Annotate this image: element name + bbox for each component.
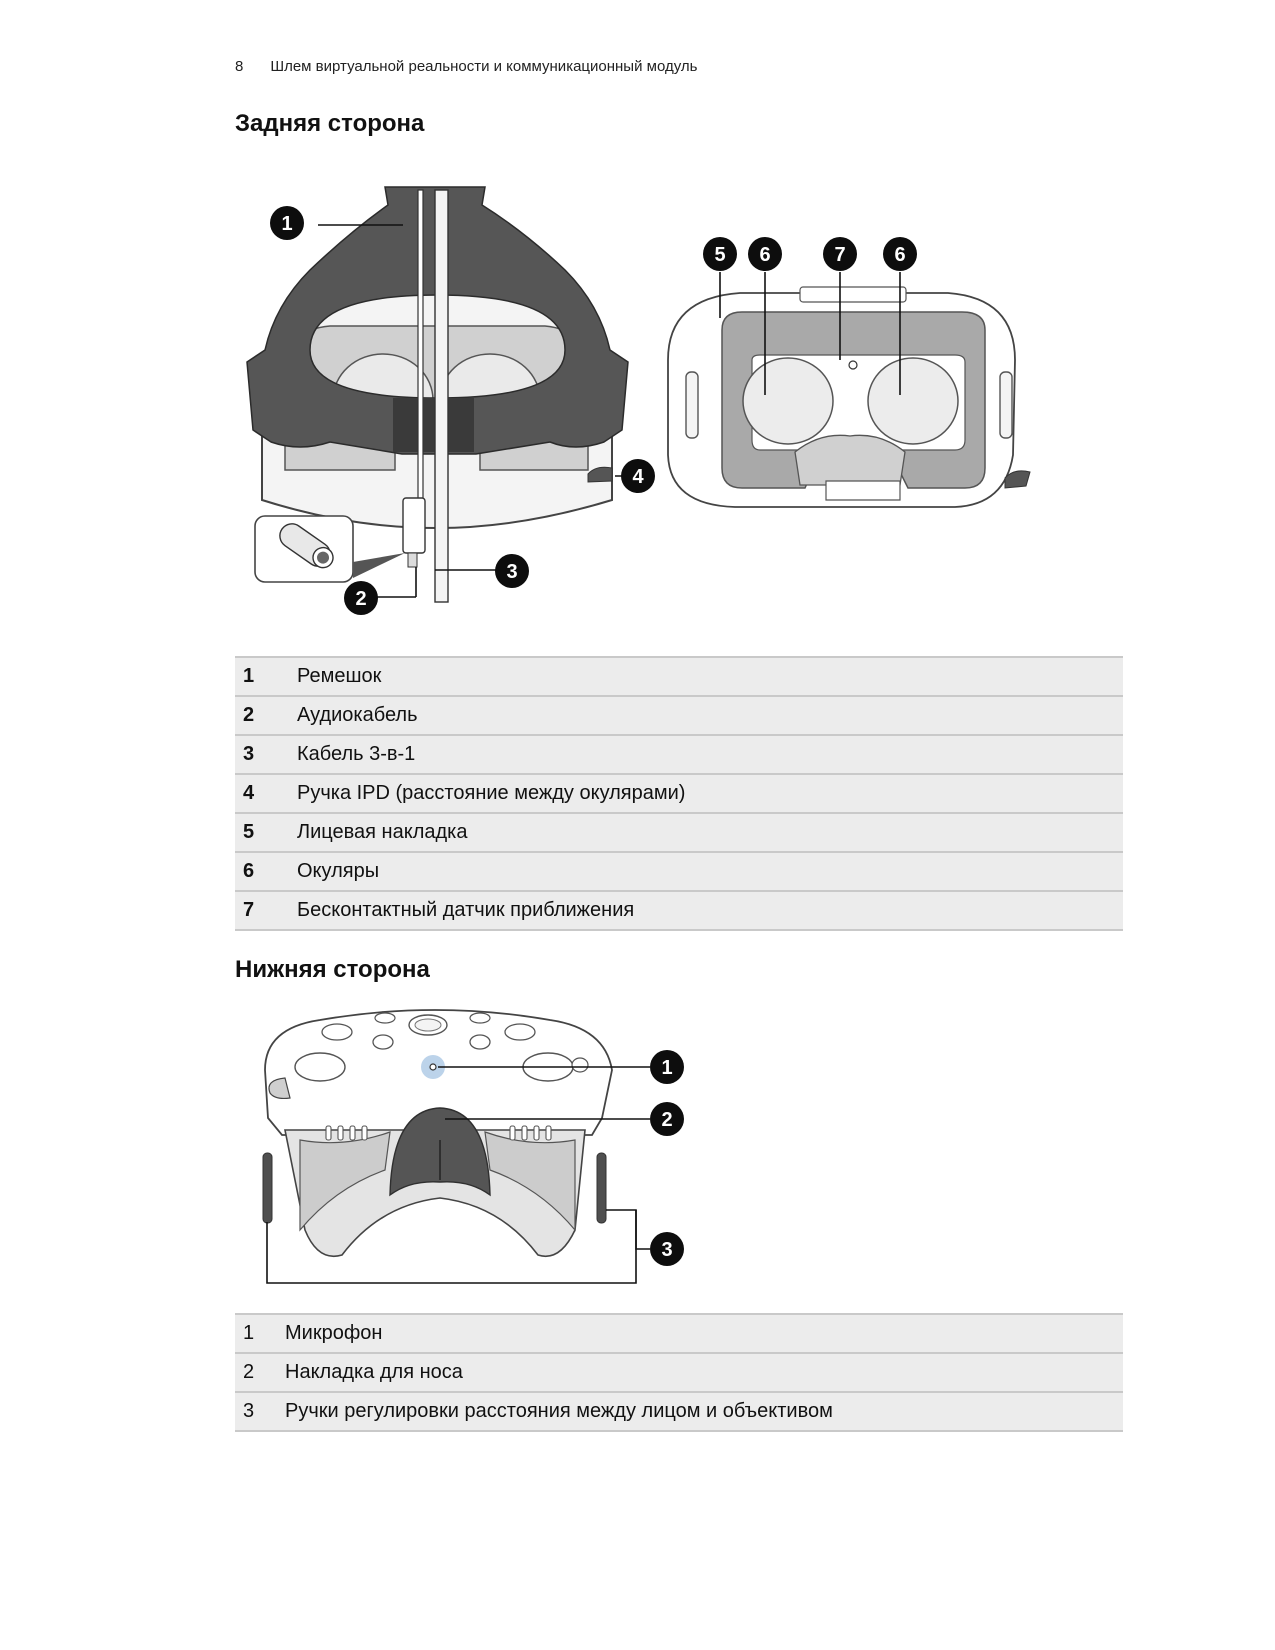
part-label: Микрофон — [285, 1314, 1123, 1353]
callout-nose-pad: 2 — [650, 1102, 684, 1136]
part-number: 1 — [235, 1314, 285, 1353]
svg-text:1: 1 — [661, 1057, 672, 1079]
part-number: 2 — [235, 1353, 285, 1392]
parts-row: 2Накладка для носа — [235, 1353, 1123, 1392]
callout-microphone: 1 — [650, 1050, 684, 1084]
svg-text:3: 3 — [661, 1239, 672, 1261]
headset-underside — [263, 1010, 612, 1256]
parts-row: 1Микрофон — [235, 1314, 1123, 1353]
parts-row: 3Ручки регулировки расстояния между лицо… — [235, 1392, 1123, 1431]
svg-text:2: 2 — [661, 1109, 672, 1131]
callout-lens-distance-knobs: 3 — [650, 1232, 684, 1266]
part-label: Ручки регулировки расстояния между лицом… — [285, 1392, 1123, 1431]
bottom-view-illustration: 1 2 3 — [0, 0, 1275, 1300]
parts-table-bottom: 1Микрофон2Накладка для носа3Ручки регули… — [235, 1313, 1123, 1432]
part-number: 3 — [235, 1392, 285, 1431]
part-label: Накладка для носа — [285, 1353, 1123, 1392]
